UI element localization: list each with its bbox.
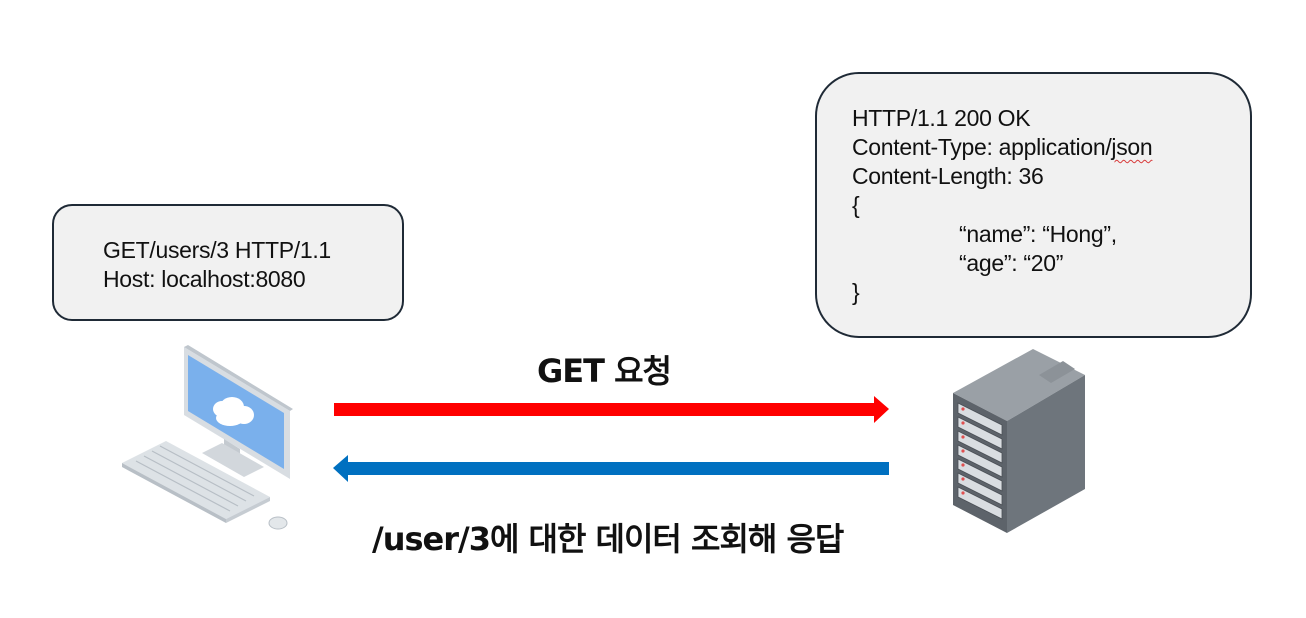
request-line: GET/users/3 HTTP/1.1 xyxy=(103,237,331,263)
request-message-box: GET/users/3 HTTP/1.1 Host: localhost:808… xyxy=(52,204,404,321)
response-arrow xyxy=(333,455,889,482)
json-open-brace: { xyxy=(852,192,860,218)
response-content-type-header: Content-Type: application/json xyxy=(852,133,1250,162)
server-tower-icon xyxy=(953,349,1085,533)
arrows-graphic xyxy=(333,396,889,482)
desktop-computer-icon xyxy=(122,345,293,530)
content-type-prefix: Content-Type: application/ xyxy=(852,134,1112,160)
response-message-box: HTTP/1.1 200 OK Content-Type: applicatio… xyxy=(815,72,1252,338)
request-arrow xyxy=(334,396,889,423)
json-age-field: “age”: “20” xyxy=(959,250,1064,276)
request-arrow-label: GET 요청 xyxy=(537,352,672,390)
response-arrow-label: /user/3에 대한 데이터 조회해 응답 xyxy=(372,520,844,558)
content-type-suffix: json xyxy=(1111,134,1153,160)
response-status-line: HTTP/1.1 200 OK xyxy=(852,105,1031,131)
json-close-brace: } xyxy=(852,279,860,305)
json-name-field: “name”: “Hong”, xyxy=(959,221,1117,247)
request-host-header: Host: localhost:8080 xyxy=(103,266,306,292)
response-content-length-header: Content-Length: 36 xyxy=(852,163,1044,189)
